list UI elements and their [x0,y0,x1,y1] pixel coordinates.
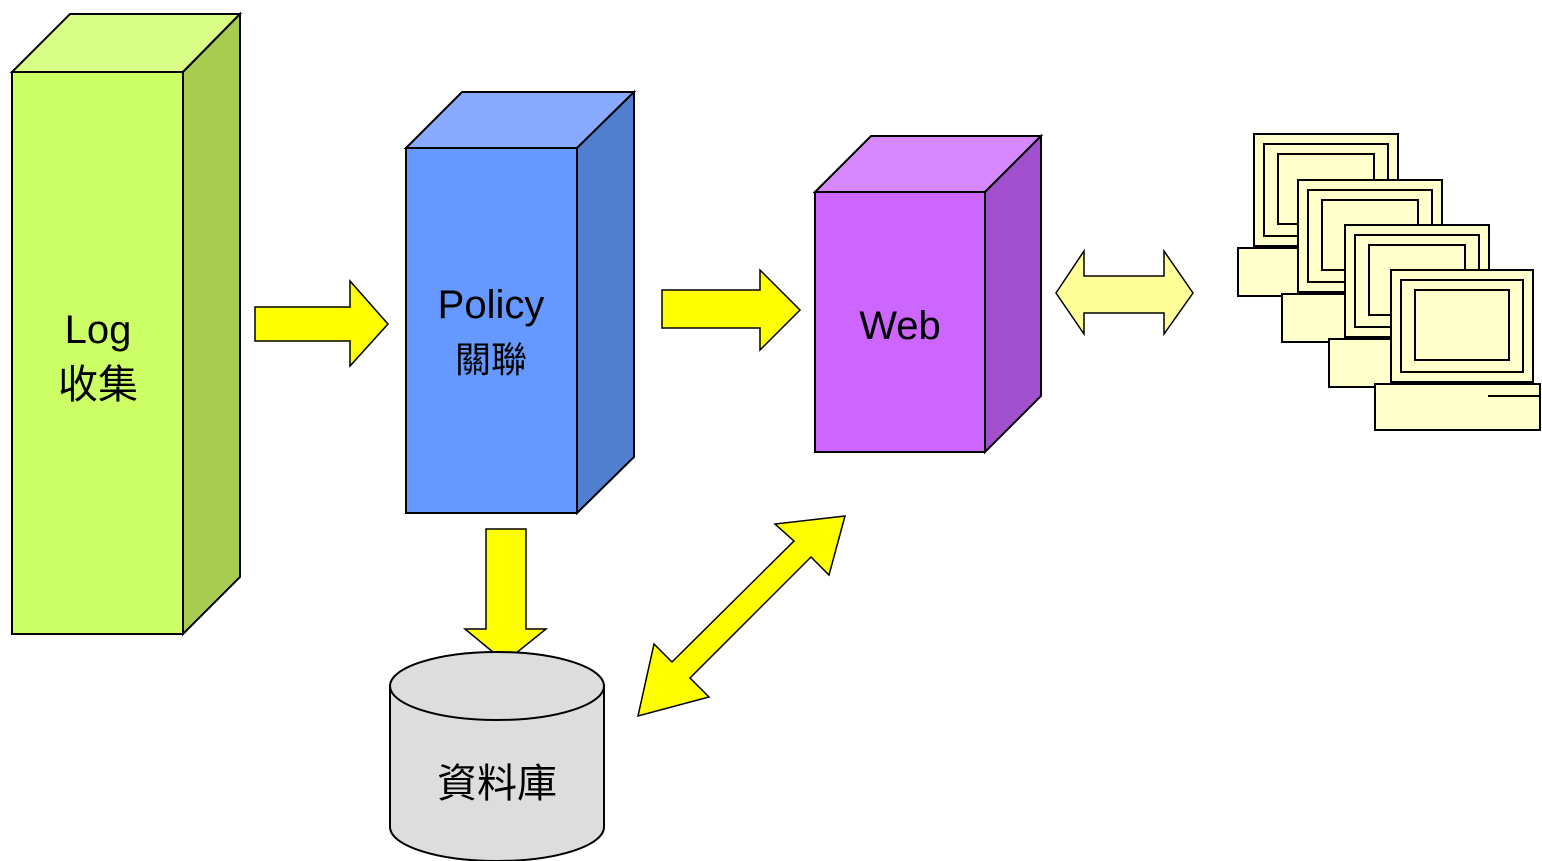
client-computers [1237,133,1541,431]
policy-box-front [405,147,578,514]
log-collector-box: Log 收集 [9,11,243,637]
policy-box-side [576,89,635,516]
policy-label: Policy [438,283,545,327]
log-label: Log [65,308,132,352]
web-box-side [984,133,1042,455]
arrow-web-clients-bidirectional [1055,248,1194,337]
policy-box: Policy 關聯 [403,89,637,516]
web-label: Web [859,304,941,348]
database-top [389,651,605,721]
policy-sublabel: 關聯 [455,340,527,381]
arrow-policy-to-database [462,528,549,663]
computer-icon [1374,269,1541,431]
arrow-log-to-policy [254,279,390,368]
arrow-policy-to-web [661,268,802,352]
log-box-side [182,11,241,637]
database-label: 資料庫 [437,761,557,807]
arrow-database-web-bidirectional [636,515,847,718]
log-sublabel: 收集 [58,362,138,408]
web-box: Web [812,133,1044,455]
web-box-front [814,191,986,453]
database-cylinder: 資料庫 [389,651,605,861]
log-box-front [11,71,184,635]
